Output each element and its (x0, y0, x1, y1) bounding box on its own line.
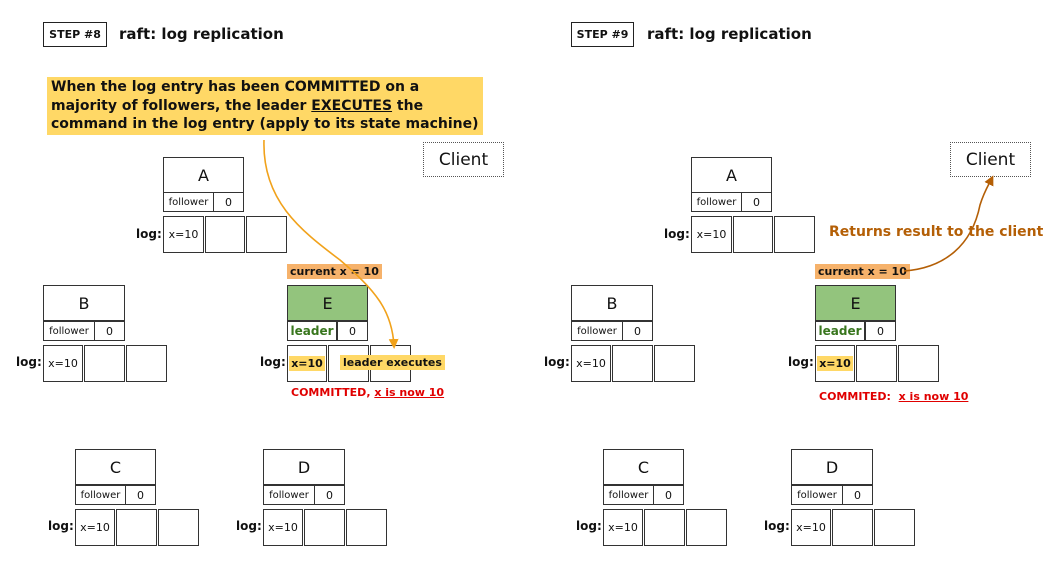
node-a-term: 0 (741, 192, 772, 212)
callout-line-1: When the log entry has been COMMITTED on… (51, 79, 420, 95)
node-d-log-label: log: (236, 519, 262, 533)
node-a-log-cell-2 (205, 216, 245, 253)
node-b-term: 0 (622, 321, 653, 341)
node-a-log-cell-3 (774, 216, 815, 253)
node-b-role: follower (43, 321, 95, 341)
node-b-log-label: log: (544, 355, 570, 369)
node-c-term: 0 (125, 485, 156, 505)
node-a-log-label: log: (664, 227, 690, 241)
node-e-log-cell-2 (856, 345, 897, 382)
node-d-log-cell-1: x=10 (791, 509, 831, 546)
node-a-role: follower (691, 192, 742, 212)
node-b-log-cell-2 (612, 345, 653, 382)
committed-status: COMMITED: x is now 10 (819, 390, 969, 403)
explanation-callout: When the log entry has been COMMITTED on… (47, 77, 483, 135)
node-a-log-label: log: (136, 227, 162, 241)
node-e-term: 0 (865, 321, 896, 341)
step-badge: STEP #9 (571, 22, 634, 47)
node-e-role: leader (815, 321, 865, 341)
node-a-log-cell-2 (733, 216, 773, 253)
node-c-log-label: log: (48, 519, 74, 533)
node-c-log-cell-2 (116, 509, 157, 546)
node-b-log-label: log: (16, 355, 42, 369)
node-e-name: E (815, 285, 896, 321)
committed-status: COMMITTED, x is now 10 (291, 386, 445, 399)
node-b-log-cell-1: x=10 (571, 345, 611, 382)
node-c-log-cell-2 (644, 509, 685, 546)
node-b-role: follower (571, 321, 623, 341)
node-e-log-label: log: (788, 355, 814, 369)
node-c-role: follower (603, 485, 654, 505)
client-box: Client (950, 142, 1031, 177)
step-9-panel: STEP #9 raft: log replication Client Ret… (544, 22, 1043, 546)
node-d-name: D (263, 449, 345, 485)
executes-word: EXECUTES (311, 97, 393, 114)
step-8-panel: STEP #8 raft: log replication When the l… (16, 22, 504, 546)
node-c-log-label: log: (576, 519, 602, 533)
node-c-log-cell-1: x=10 (603, 509, 643, 546)
node-e-log-cell-1: x=10 (815, 345, 855, 382)
node-c-term: 0 (653, 485, 684, 505)
node-d-log-label: log: (764, 519, 790, 533)
node-a-log-cell-1: x=10 (163, 216, 204, 253)
node-d-log-cell-2 (304, 509, 345, 546)
node-c-log-cell-1: x=10 (75, 509, 115, 546)
node-a-term: 0 (213, 192, 244, 212)
node-d-log-cell-2 (832, 509, 873, 546)
step-badge: STEP #8 (43, 22, 107, 47)
node-b-log-cell-3 (126, 345, 167, 382)
node-d-log-cell-3 (346, 509, 387, 546)
node-e-entry: x=10 (817, 356, 853, 371)
node-e-log-label: log: (260, 355, 286, 369)
node-d-term: 0 (314, 485, 345, 505)
node-b-log-cell-2 (84, 345, 125, 382)
node-e-log-cell-1: x=10 (287, 345, 327, 382)
node-c-name: C (75, 449, 156, 485)
client-box: Client (423, 142, 504, 177)
node-c-role: follower (75, 485, 126, 505)
callout-line-3: command in the log entry (apply to its s… (51, 116, 479, 132)
leader-executes-label: leader executes (340, 355, 445, 370)
node-e-entry: x=10 (289, 356, 325, 371)
node-b-name: B (571, 285, 653, 321)
node-d-term: 0 (842, 485, 873, 505)
node-d-log-cell-3 (874, 509, 915, 546)
node-c-name: C (603, 449, 684, 485)
node-a-log-cell-1: x=10 (691, 216, 732, 253)
step-title: raft: log replication (119, 25, 284, 43)
node-d-log-cell-1: x=10 (263, 509, 303, 546)
node-d-role: follower (791, 485, 843, 505)
returns-result-label: Returns result to the client (829, 224, 1044, 240)
node-b-name: B (43, 285, 125, 321)
node-a-name: A (691, 157, 772, 193)
node-c-log-cell-3 (686, 509, 727, 546)
node-e-log-cell-3 (898, 345, 939, 382)
step-title: raft: log replication (647, 25, 812, 43)
node-c-log-cell-3 (158, 509, 199, 546)
node-b-log-cell-3 (654, 345, 695, 382)
current-x-label: current x = 10 (815, 264, 910, 279)
node-b-term: 0 (94, 321, 125, 341)
node-b-log-cell-1: x=10 (43, 345, 83, 382)
node-d-name: D (791, 449, 873, 485)
callout-line-2: majority of followers, the leader EXECUT… (51, 97, 424, 114)
node-a-role: follower (163, 192, 214, 212)
